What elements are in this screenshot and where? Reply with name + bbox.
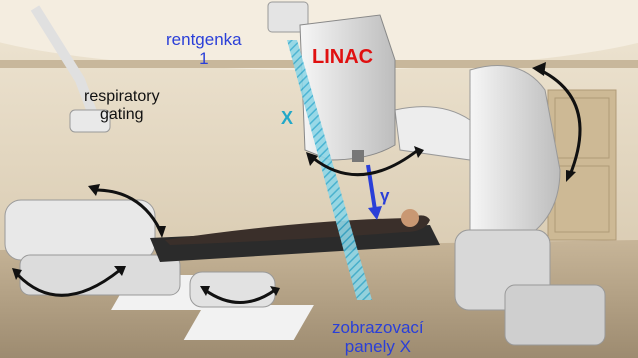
x-beam-label: X: [281, 108, 293, 129]
imaging-panels-label: zobrazovací panely X: [332, 318, 424, 356]
xray-source-label: rentgenka 1: [166, 30, 242, 68]
respiratory-text: respiratory: [84, 88, 160, 106]
couch-base: [5, 200, 155, 260]
xray-source-text: rentgenka: [166, 30, 242, 49]
xray-source-number: 1: [166, 49, 242, 68]
gating-text: gating: [84, 106, 160, 124]
respiratory-gating-label: respiratory gating: [84, 88, 160, 124]
imaging-text-2: panely X: [332, 337, 424, 356]
gamma-beam-label: γ: [380, 186, 389, 206]
imaging-text-1: zobrazovací: [332, 318, 424, 337]
linac-label: LINAC: [312, 46, 373, 69]
